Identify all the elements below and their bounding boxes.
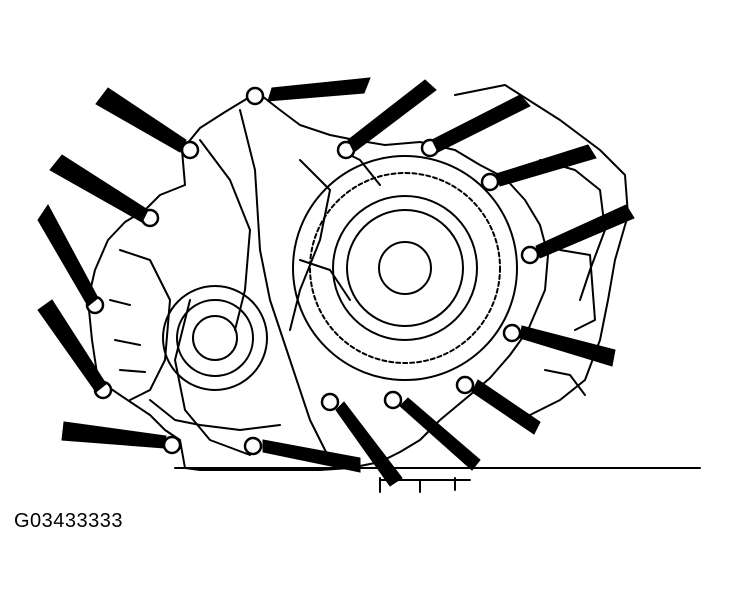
base-tabs xyxy=(379,477,456,493)
arrow-4 xyxy=(37,204,99,307)
bolt-6 xyxy=(162,435,182,455)
small-bore-outer xyxy=(162,285,268,391)
bolt-12 xyxy=(520,245,540,265)
arrow-5 xyxy=(37,299,107,393)
arrow-2 xyxy=(95,87,187,153)
arrow-3 xyxy=(49,154,149,223)
case-rib-6 xyxy=(149,399,281,431)
right-flange-inner xyxy=(539,159,606,301)
arrow-9 xyxy=(399,397,481,471)
bolt-7 xyxy=(243,436,263,456)
bolt-9 xyxy=(383,390,403,410)
case-rib-1 xyxy=(239,109,331,461)
bolt-10 xyxy=(455,375,475,395)
main-bore-hub xyxy=(378,241,432,295)
arrow-6 xyxy=(61,421,167,449)
arrow-10 xyxy=(471,379,541,435)
small-bore-mid xyxy=(176,299,254,377)
left-flange xyxy=(109,249,171,401)
right-flange-detail xyxy=(544,249,596,396)
small-bore-inner xyxy=(192,315,238,361)
case-rib-3 xyxy=(174,299,251,456)
arrow-15 xyxy=(347,79,437,153)
arrow-14 xyxy=(431,94,531,153)
right-flange xyxy=(454,84,629,416)
case-rib-4 xyxy=(289,159,331,331)
arrow-7 xyxy=(262,439,361,473)
arrow-13 xyxy=(495,144,597,187)
arrow-12 xyxy=(535,204,635,259)
main-bore-mid xyxy=(332,195,478,341)
bolt-8 xyxy=(320,392,340,412)
bolt-11 xyxy=(502,323,522,343)
main-bore-inner xyxy=(346,209,464,327)
bolt-1 xyxy=(245,86,265,106)
bolt-13 xyxy=(480,172,500,192)
case-outline xyxy=(87,95,549,471)
main-bore-outer xyxy=(292,155,518,381)
main-bore-ring xyxy=(309,172,501,364)
arrow-11 xyxy=(519,325,616,367)
arrow-8 xyxy=(335,401,403,487)
case-rib-2 xyxy=(199,139,251,331)
figure-id-label: G03433333 xyxy=(14,510,124,532)
arrow-1 xyxy=(267,77,371,102)
bolt-2 xyxy=(180,140,200,160)
